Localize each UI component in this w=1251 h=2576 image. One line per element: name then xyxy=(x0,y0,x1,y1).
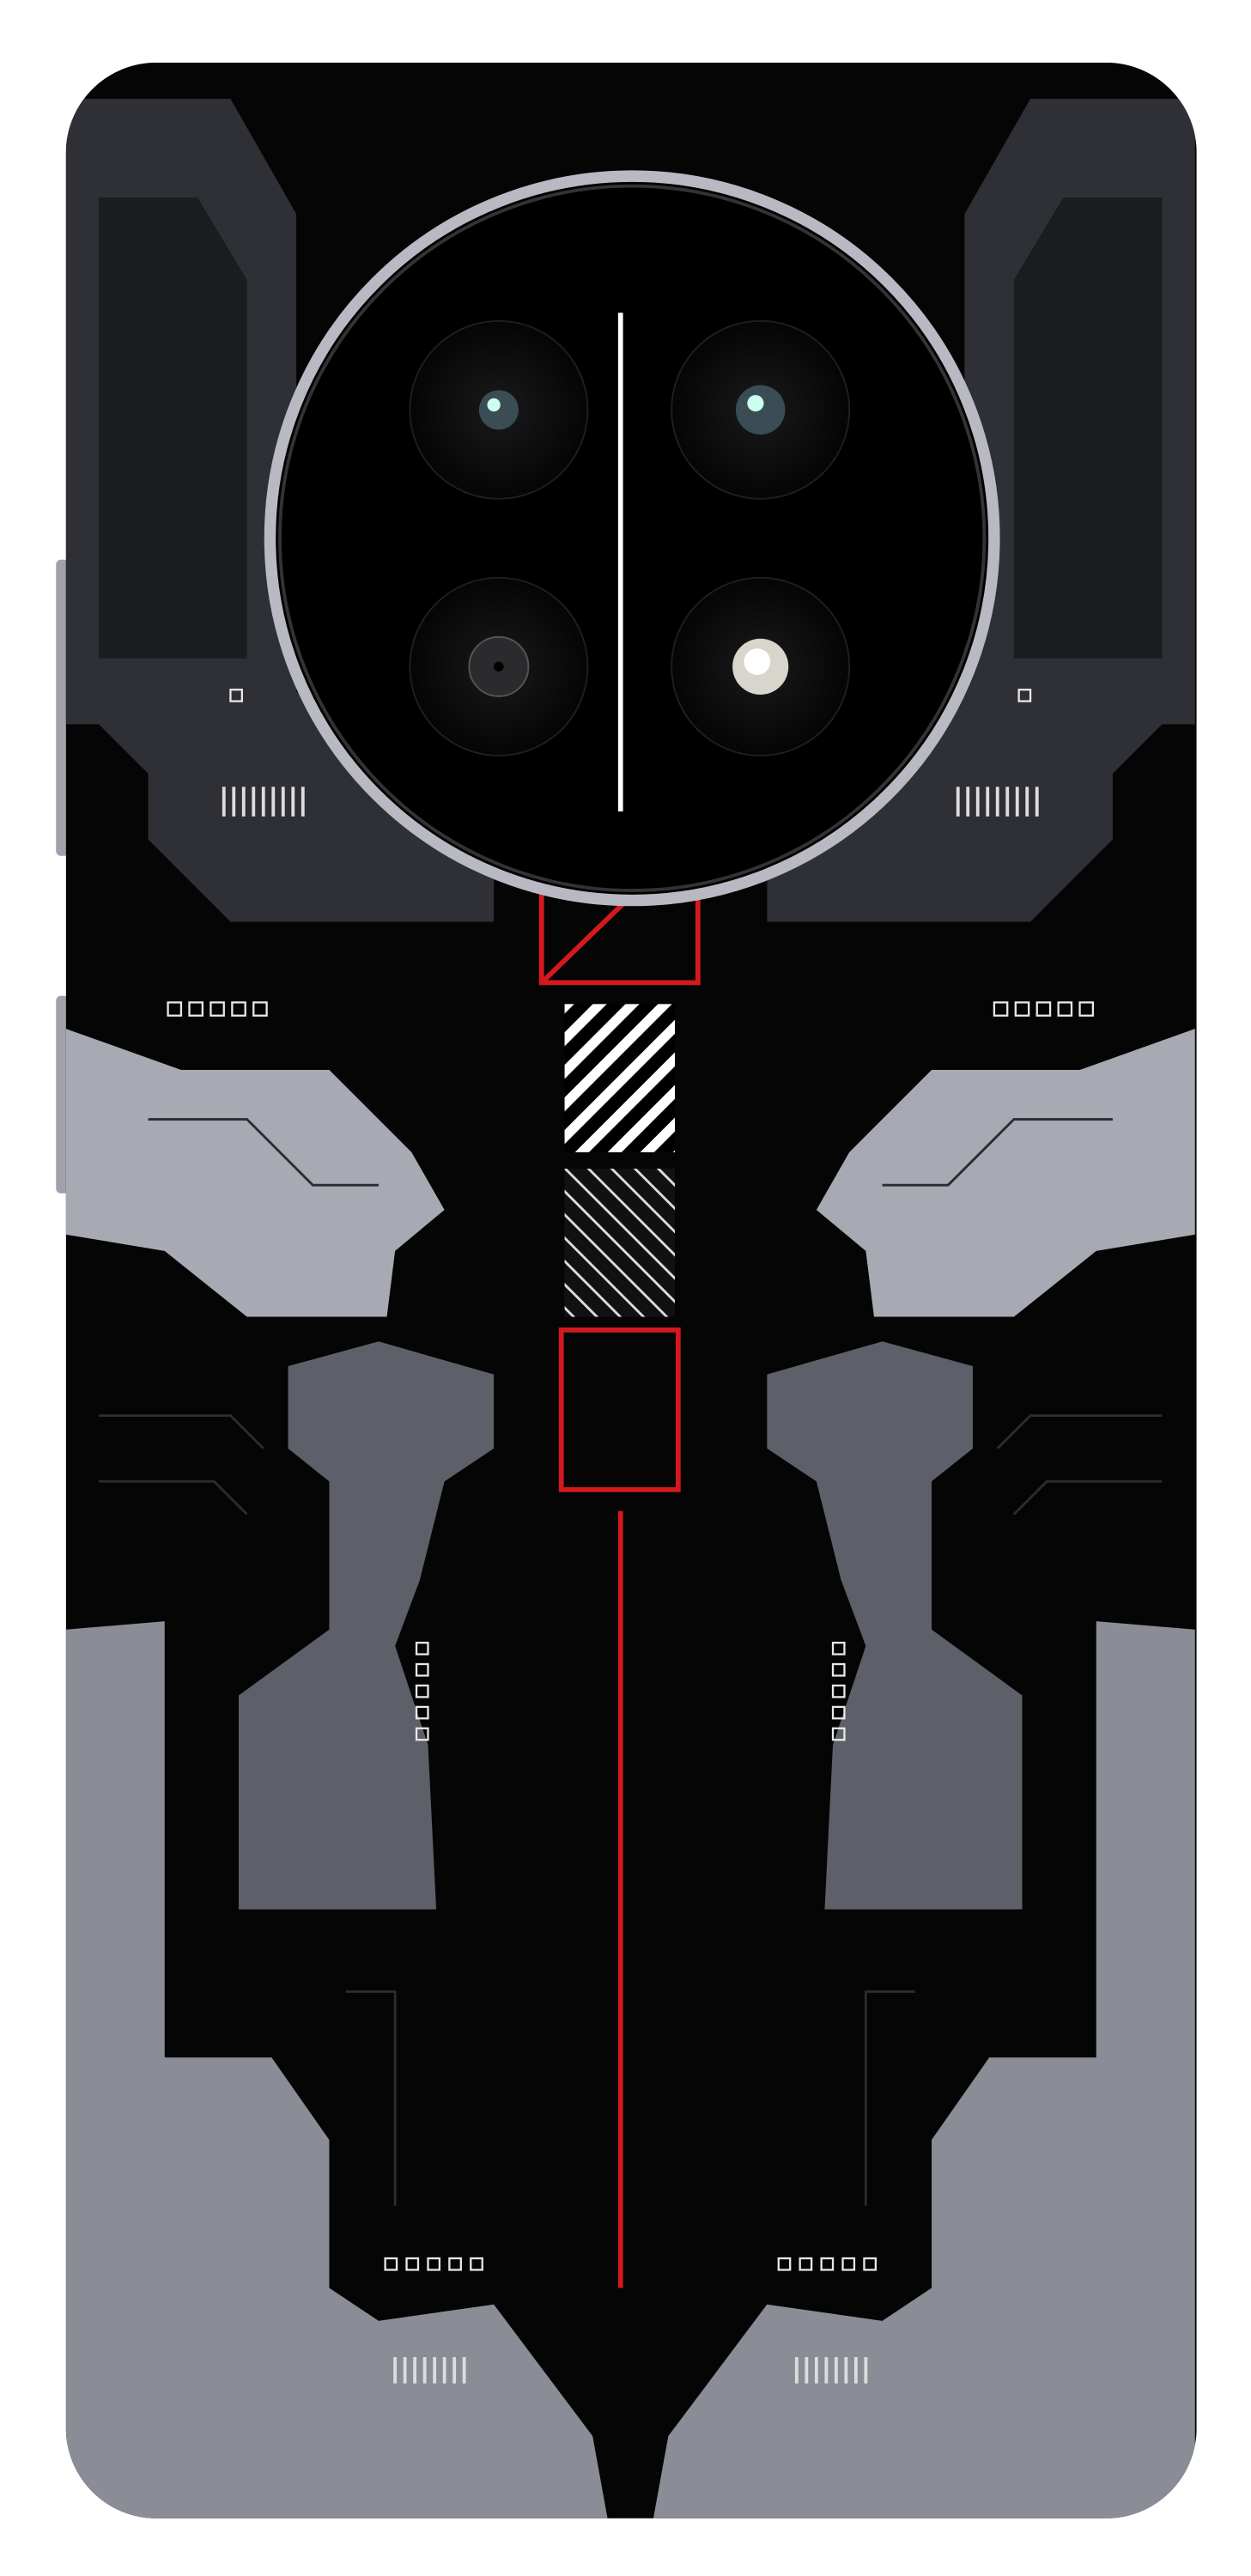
camera-module xyxy=(264,170,1000,907)
phone-back xyxy=(65,62,1197,2518)
red-square-outline xyxy=(558,1327,681,1492)
flash-icon xyxy=(671,576,851,756)
light-wing-panel xyxy=(65,1029,445,1317)
sensor-lens-icon xyxy=(409,576,589,756)
telephoto-lens-icon xyxy=(671,319,851,500)
upper-inner-panel xyxy=(99,197,247,659)
mid-arm-panel xyxy=(239,1341,495,1910)
bottom-panel xyxy=(65,1621,610,2518)
hatched-block xyxy=(564,1169,676,1317)
striped-block xyxy=(564,1004,676,1152)
main-lens-icon xyxy=(409,319,589,500)
